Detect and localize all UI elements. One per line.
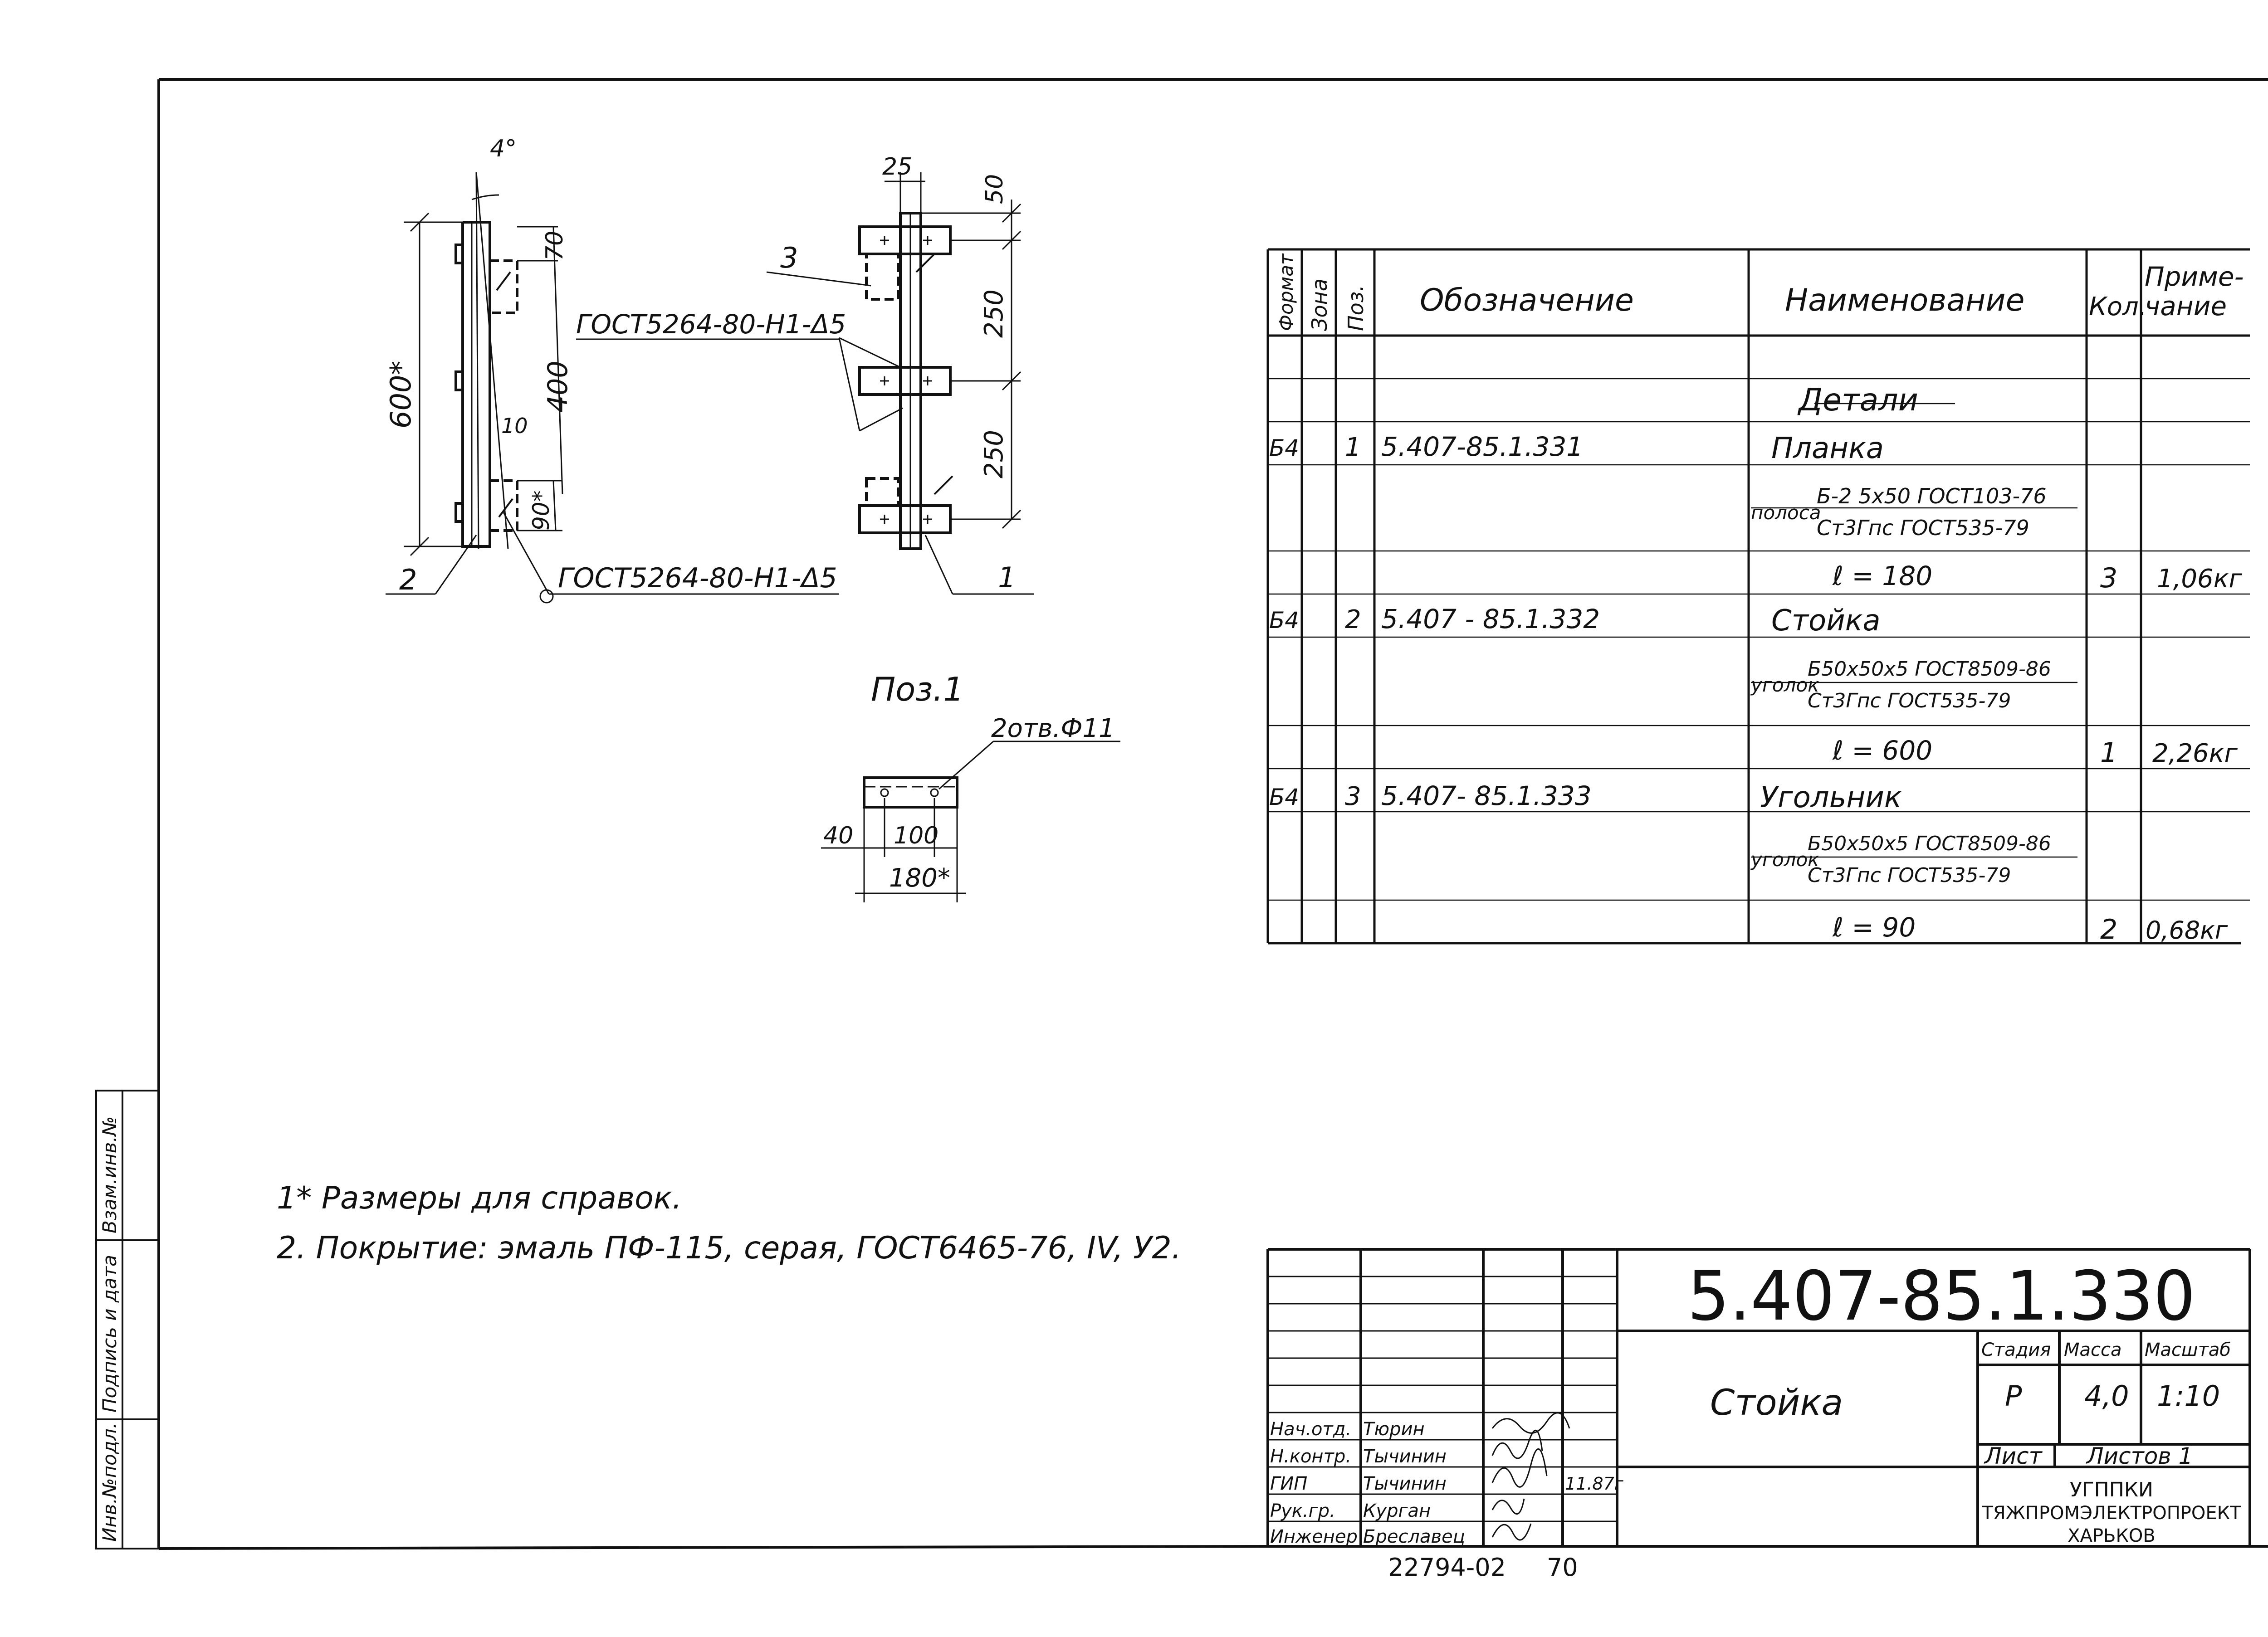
role-5: Инженер: [1270, 1526, 1358, 1547]
stage-value: Р: [2005, 1379, 2022, 1413]
angle-label: 4°: [490, 135, 517, 162]
row1-pos: 1: [1345, 433, 1361, 462]
row7-pos: 3: [1345, 782, 1361, 811]
dim-250-lower: 250: [979, 430, 1009, 478]
row6-note: 2,26кг: [2152, 739, 2238, 768]
dim-40: 40: [823, 822, 853, 849]
stage-label: Стадия: [1981, 1340, 2051, 1360]
mass-label: Масса: [2064, 1340, 2122, 1360]
row1-name: Планка: [1771, 432, 1884, 465]
row9-note: 0,68кг: [2146, 916, 2228, 945]
note-line-1: 1* Размеры для справок.: [277, 1180, 682, 1216]
org-line-3: ХАРЬКОВ: [2068, 1525, 2156, 1546]
sheets-label: Листов 1: [2086, 1443, 2193, 1469]
name-3: Тычинин: [1363, 1473, 1447, 1494]
note-line-2: 2. Покрытие: эмаль ПФ-115, серая, ГОСТ64…: [277, 1230, 1181, 1266]
name-1: Тюрин: [1363, 1419, 1425, 1440]
org-line-2: ТЯЖПРОМЭЛЕКТРОПРОЕКТ: [1981, 1503, 2241, 1524]
dim-90: 90*: [528, 490, 554, 531]
scale-label: Масштаб: [2145, 1340, 2231, 1360]
pos-2-label: 2: [399, 563, 417, 596]
row5-bottom: Ст3Гпс ГОСТ535-79: [1808, 689, 2011, 712]
side-stamp-vzam: Взам.инв.№: [98, 1116, 121, 1233]
dim-50: 50: [981, 174, 1008, 204]
dim-250-upper: 250: [979, 289, 1009, 338]
section-title: Детали: [1797, 382, 1918, 418]
role-1: Нач.отд.: [1270, 1419, 1351, 1440]
row3-name: ℓ = 180: [1832, 560, 1932, 591]
dim-600: 600*: [384, 361, 417, 429]
row9-name: ℓ = 90: [1832, 912, 1916, 943]
org-line-1: УГППКИ: [2070, 1478, 2153, 1501]
header-qty: Кол.: [2089, 292, 2147, 322]
side-stamp-sign: Подпись и дата: [98, 1255, 121, 1413]
row2-bottom: Ст3Гпс ГОСТ535-79: [1817, 516, 2029, 540]
archive-page: 70: [1547, 1553, 1578, 1582]
row9-qty: 2: [2100, 914, 2117, 945]
row4-designation: 5.407 - 85.1.332: [1381, 604, 1600, 634]
doc-code: 5.407-85.1.330: [1687, 1257, 2195, 1336]
header-zone: Зона: [1307, 278, 1332, 331]
dim-400: 400: [542, 361, 574, 413]
holes-note: 2отв.Ф11: [991, 714, 1115, 743]
row6-name: ℓ = 600: [1832, 735, 1932, 766]
row8-bottom: Ст3Гпс ГОСТ535-79: [1808, 864, 2011, 887]
row1-designation: 5.407-85.1.331: [1381, 431, 1583, 462]
row4-pos: 2: [1345, 605, 1361, 634]
header-format: Формат: [1275, 253, 1297, 331]
spec-table: [1266, 248, 2250, 945]
header-pos: Поз.: [1344, 285, 1368, 331]
row2-prefix: полоса: [1751, 502, 1821, 524]
row7-designation: 5.407- 85.1.333: [1381, 780, 1592, 811]
sheet-label: Лист: [1984, 1443, 2043, 1469]
mass-value: 4,0: [2084, 1379, 2129, 1413]
row8-top: Б50х50х5 ГОСТ8509-86: [1808, 832, 2051, 855]
header-note-2: чание: [2145, 291, 2227, 322]
weld-note-bottom: ГОСТ5264-80-Н1-Δ5: [558, 562, 837, 594]
row4-name: Стойка: [1771, 604, 1881, 638]
row5-top: Б50х50х5 ГОСТ8509-86: [1808, 658, 2051, 681]
doc-title: Стойка: [1710, 1383, 1843, 1423]
row6-qty: 1: [2100, 737, 2117, 769]
date-mark: 11.87г: [1565, 1474, 1624, 1494]
name-5: Бреславец: [1363, 1526, 1465, 1547]
dim-70: 70: [541, 231, 568, 261]
row2-top: Б-2 5х50 ГОСТ103-76: [1817, 484, 2047, 508]
row5-prefix: уголок: [1750, 674, 1819, 696]
row4-format: Б4: [1269, 607, 1299, 633]
row7-format: Б4: [1269, 784, 1299, 810]
side-view: [386, 172, 839, 604]
header-name: Наименование: [1785, 283, 2024, 318]
row8-prefix: уголок: [1750, 848, 1819, 871]
signatures: [1491, 1412, 1570, 1541]
side-stamp: [95, 1090, 160, 1549]
header-designation: Обозначение: [1420, 283, 1634, 318]
archive-number: 22794-02: [1388, 1553, 1506, 1582]
side-stamp-inv: Инв.№подл.: [98, 1423, 121, 1542]
header-note-1: Приме-: [2145, 261, 2244, 292]
front-view: [766, 172, 1034, 595]
pos-3-label: 3: [780, 241, 798, 274]
name-2: Тычинин: [1363, 1446, 1447, 1467]
dim-25: 25: [882, 153, 912, 180]
scale-value: 1:10: [2157, 1379, 2220, 1413]
row3-qty: 3: [2100, 562, 2117, 594]
weld-note-top: ГОСТ5264-80-Н1-Δ5: [576, 309, 846, 340]
role-2: Н.контр.: [1270, 1446, 1351, 1467]
role-4: Рук.гр.: [1270, 1501, 1335, 1521]
pos-1-label: 1: [998, 561, 1016, 594]
row1-format: Б4: [1269, 435, 1299, 461]
detail-pos1: [821, 741, 1120, 902]
name-4: Курган: [1363, 1501, 1431, 1521]
row3-note: 1,06кг: [2157, 564, 2243, 594]
detail-title: Поз.1: [871, 670, 964, 708]
role-3: ГИП: [1270, 1473, 1307, 1494]
dim-100: 100: [894, 822, 938, 849]
dim-10: 10: [501, 414, 528, 438]
title-block: [1266, 1248, 2251, 1546]
row7-name: Угольник: [1760, 781, 1902, 814]
dim-180: 180*: [889, 863, 950, 893]
